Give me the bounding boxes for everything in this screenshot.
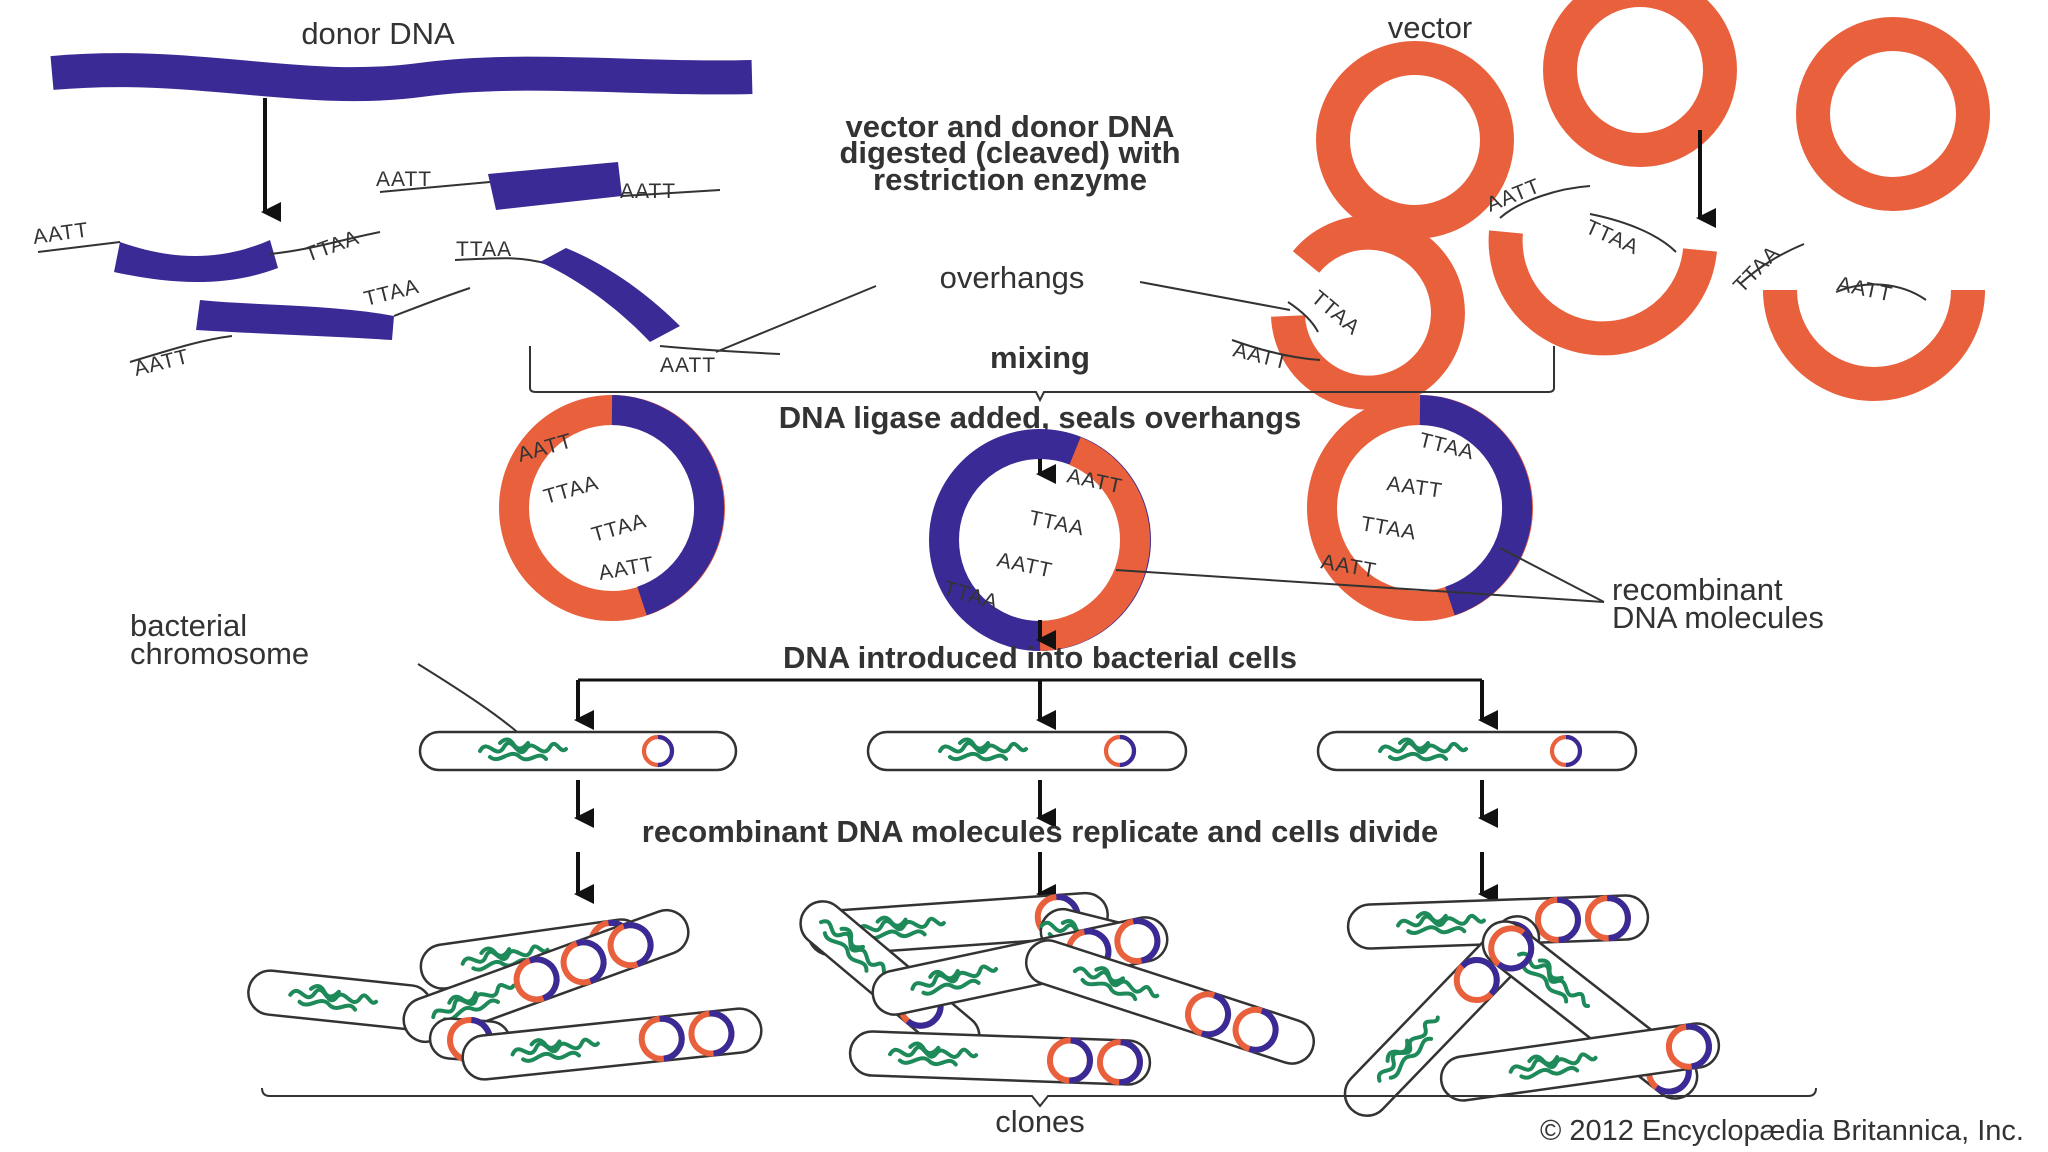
donor-fragment: AATT TTAA [129, 275, 471, 381]
mixing-bracket [529, 346, 1555, 403]
chromosome-pointer [417, 663, 525, 739]
copyright-notice: © 2012 Encyclopædia Britannica, Inc. [1540, 1115, 2024, 1147]
donor-fragment: AATT AATT [376, 162, 721, 210]
bacterial-label-line2: chromosome [130, 636, 309, 671]
recombinant-pointer [1499, 547, 1605, 603]
donor-dna-label: donor DNA [301, 16, 455, 51]
overhangs-pointer [1139, 281, 1291, 311]
sequence-label: AATT [1835, 272, 1895, 306]
donor-fragment: AATT TTAA [31, 218, 381, 283]
opened-vector: AATT TTAA [1483, 174, 1717, 356]
sequence-label: TTAA [1027, 506, 1087, 540]
digest-caption-line2: digested (cleaved) with [839, 135, 1180, 170]
bacterial-cell-icon [866, 730, 1188, 772]
recombinant-plasmid: AATT TTAA TTAA AATT [499, 395, 725, 621]
sequence-label: AATT [1319, 550, 1378, 582]
sequence-label: AATT [31, 218, 90, 249]
vector-plasmid [1543, 0, 1737, 167]
introduced-label: DNA introduced into bacterial cells [783, 640, 1297, 675]
clones-label: clones [995, 1104, 1085, 1139]
donor-fragment: TTAA AATT [454, 238, 781, 377]
vector-plasmid [1316, 41, 1514, 239]
sequence-label: TTAA [362, 275, 422, 311]
recombinant-label-line1: recombinant [1612, 572, 1783, 607]
sequence-label: AATT [376, 168, 432, 191]
sequence-label: TTAA [1729, 241, 1785, 297]
bacterial-cell-icon [1439, 1022, 1721, 1102]
overhangs-pointer [715, 285, 877, 353]
sequence-label: TTAA [456, 238, 512, 261]
clones-bracket [261, 1087, 1817, 1108]
bacterial-cell-icon [848, 1030, 1152, 1086]
sequence-label: TTAA [589, 509, 649, 547]
bacterial-cell-icon [418, 730, 738, 772]
mixing-label: mixing [990, 340, 1090, 375]
sequence-label: TTAA [1359, 512, 1418, 544]
sequence-label: TTAA [1307, 286, 1365, 340]
opened-vector: TTAA AATT [1729, 241, 1985, 401]
sequence-label: TTAA [1582, 216, 1643, 260]
bacterial-cell-icon [871, 916, 1169, 1016]
bacterial-colony [1343, 894, 1721, 1117]
sequence-label: AATT [1385, 472, 1444, 503]
sequence-label: TTAA [302, 226, 363, 267]
bacterial-colony [247, 908, 763, 1081]
digest-caption-line3: restriction enzyme [873, 162, 1147, 197]
vector-label: vector [1388, 10, 1472, 45]
sequence-label: AATT [660, 354, 716, 377]
sequence-label: AATT [995, 548, 1055, 582]
bacterial-cell-icon [1316, 730, 1638, 772]
opened-vector: TTAA AATT [1231, 215, 1465, 410]
sequence-label: AATT [620, 180, 676, 203]
bacterial-colony [799, 891, 1315, 1086]
digest-caption-line1: vector and donor DNA [846, 109, 1175, 144]
overhangs-label: overhangs [940, 260, 1085, 295]
replicate-label: recombinant DNA molecules replicate and … [642, 814, 1439, 849]
recombinant-label-line2: DNA molecules [1612, 600, 1824, 635]
sequence-label: AATT [597, 553, 656, 585]
recombinant-plasmid: TTAA AATT TTAA AATT [1307, 395, 1533, 621]
sequence-label: TTAA [541, 471, 601, 509]
bacterial-cell-icon [461, 1007, 763, 1081]
recombinant-pointer [1115, 569, 1605, 603]
vector-plasmid [1796, 17, 1990, 211]
sequence-label: AATT [132, 345, 192, 381]
bacterial-label-line1: bacterial [130, 608, 247, 643]
donor-dna-strand [50, 53, 753, 102]
